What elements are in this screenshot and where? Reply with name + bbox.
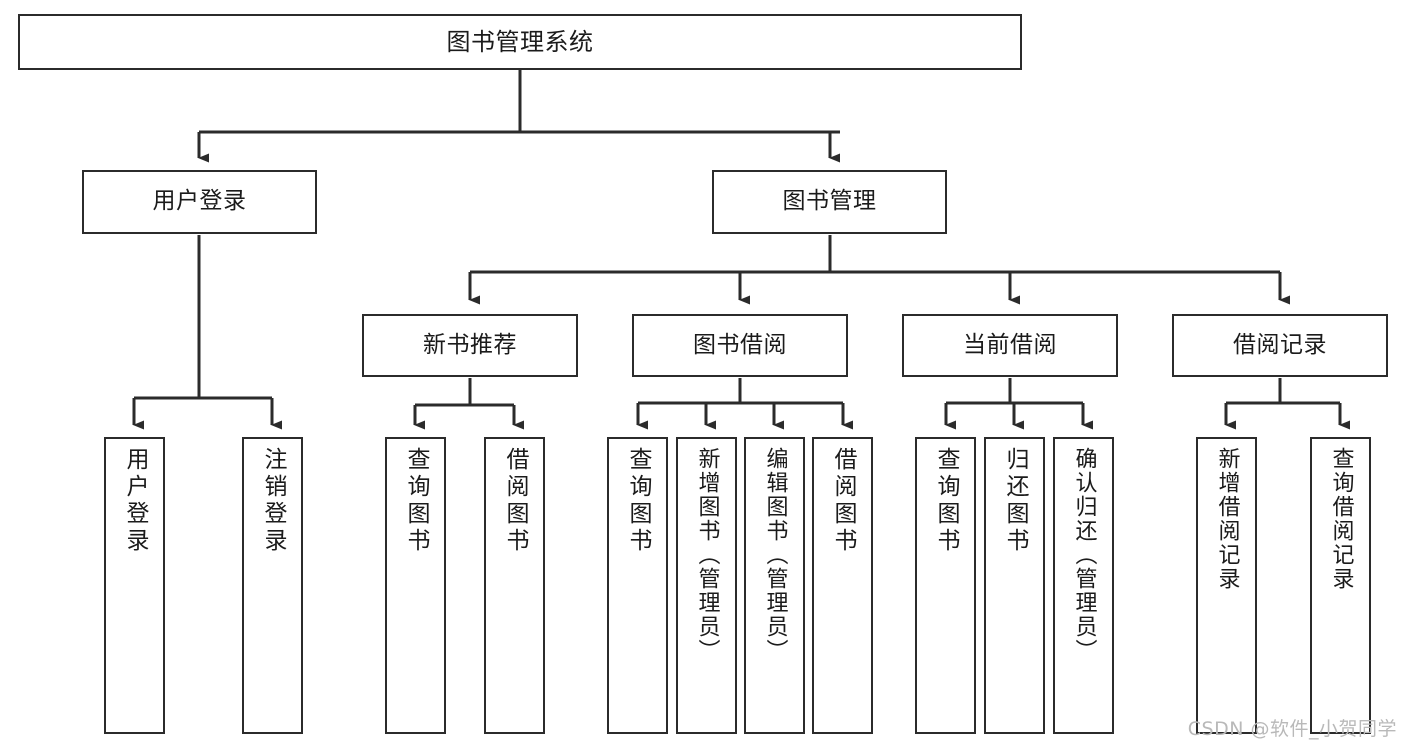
node-borrow-record[interactable]: 借阅记录	[1172, 314, 1388, 377]
node-leaf-logout-label: 注销登录	[260, 447, 286, 555]
node-new-book-recommend[interactable]: 新书推荐	[362, 314, 578, 377]
node-borrow-record-label: 借阅记录	[1233, 331, 1327, 358]
node-book-manage-label: 图书管理	[782, 188, 877, 215]
node-leaf-logout[interactable]: 注销登录	[242, 437, 303, 734]
watermark-text: CSDN @软件_小贺同学	[1187, 718, 1397, 740]
node-leaf-query-book-2-label: 查询图书	[625, 447, 651, 555]
node-leaf-add-book[interactable]: 新增图书（管理员）	[676, 437, 737, 734]
node-new-book-recommend-label: 新书推荐	[423, 331, 517, 358]
node-leaf-borrow-book-2[interactable]: 借阅图书	[812, 437, 873, 734]
node-current-borrow-label: 当前借阅	[963, 331, 1057, 358]
node-leaf-add-book-label: 新增图书（管理员）	[694, 447, 720, 663]
node-user-login[interactable]: 用户登录	[82, 170, 317, 234]
node-book-manage[interactable]: 图书管理	[712, 170, 947, 234]
node-book-borrow[interactable]: 图书借阅	[632, 314, 848, 377]
node-leaf-borrow-book-1[interactable]: 借阅图书	[484, 437, 545, 734]
node-root-system[interactable]: 图书管理系统	[18, 14, 1022, 70]
node-leaf-query-book-3[interactable]: 查询图书	[915, 437, 976, 734]
node-leaf-query-book-3-label: 查询图书	[933, 447, 959, 555]
node-leaf-user-login[interactable]: 用户登录	[104, 437, 165, 734]
node-root-system-label: 图书管理系统	[446, 27, 594, 56]
node-leaf-borrow-book-1-label: 借阅图书	[502, 447, 528, 555]
node-leaf-return-book[interactable]: 归还图书	[984, 437, 1045, 734]
node-leaf-query-book-2[interactable]: 查询图书	[607, 437, 668, 734]
node-leaf-confirm-return[interactable]: 确认归还（管理员）	[1053, 437, 1114, 734]
node-leaf-add-record-label: 新增借阅记录	[1214, 447, 1240, 591]
node-leaf-query-book-1[interactable]: 查询图书	[385, 437, 446, 734]
node-leaf-edit-book[interactable]: 编辑图书（管理员）	[744, 437, 805, 734]
node-leaf-add-record[interactable]: 新增借阅记录	[1196, 437, 1257, 734]
node-leaf-return-book-label: 归还图书	[1002, 447, 1028, 555]
node-user-login-label: 用户登录	[152, 188, 247, 215]
node-current-borrow[interactable]: 当前借阅	[902, 314, 1118, 377]
node-leaf-edit-book-label: 编辑图书（管理员）	[762, 447, 788, 663]
node-leaf-query-book-1-label: 查询图书	[403, 447, 429, 555]
node-leaf-query-record-label: 查询借阅记录	[1328, 447, 1354, 591]
node-book-borrow-label: 图书借阅	[693, 331, 787, 358]
node-leaf-query-record[interactable]: 查询借阅记录	[1310, 437, 1371, 734]
node-leaf-user-login-label: 用户登录	[122, 447, 148, 555]
node-leaf-borrow-book-2-label: 借阅图书	[830, 447, 856, 555]
node-leaf-confirm-return-label: 确认归还（管理员）	[1071, 447, 1097, 663]
